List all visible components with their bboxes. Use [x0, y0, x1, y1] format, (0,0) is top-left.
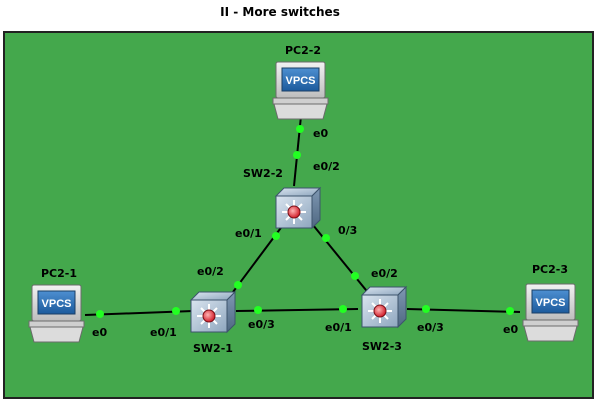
node-label-pc2-3: PC2-3	[532, 263, 568, 276]
switch-icon	[189, 290, 237, 334]
port-dot	[339, 305, 347, 313]
node-label-sw2-1: SW2-1	[193, 342, 233, 355]
vpcs-icon: VPCS	[272, 61, 329, 120]
node-sw2-1[interactable]	[189, 290, 237, 334]
port-label: 0/3	[338, 224, 357, 237]
port-label: e0/1	[235, 227, 262, 240]
port-label: e0	[503, 323, 518, 336]
port-label: e0	[92, 326, 107, 339]
node-pc2-3[interactable]: VPCS	[522, 283, 579, 342]
port-dot	[96, 310, 104, 318]
port-labels: e0 e0/2 e0/1 0/3 e0/2 e0/2 e0 e0/1 e0/3 …	[92, 127, 518, 339]
node-pc2-2[interactable]: VPCS	[272, 61, 329, 120]
port-dot	[293, 151, 301, 159]
port-dot	[506, 307, 514, 315]
switch-icon	[274, 186, 322, 230]
switch-icon	[360, 285, 408, 329]
vpcs-icon-text: VPCS	[42, 298, 72, 310]
node-sw2-3[interactable]	[360, 285, 408, 329]
port-dot	[272, 232, 280, 240]
port-label: e0/3	[417, 321, 444, 334]
vpcs-icon: VPCS	[28, 284, 85, 343]
vpcs-icon-text: VPCS	[286, 75, 316, 87]
node-label-sw2-3: SW2-3	[362, 340, 402, 353]
port-dot	[422, 305, 430, 313]
port-label: e0/1	[150, 326, 177, 339]
port-dot	[172, 307, 180, 315]
port-label: e0/2	[313, 160, 340, 173]
diagram-title: II - More switches	[220, 5, 340, 19]
port-dot	[254, 306, 262, 314]
port-dot	[351, 272, 359, 280]
port-label: e0/3	[248, 318, 275, 331]
port-dot	[296, 125, 304, 133]
port-label: e0/1	[325, 321, 352, 334]
node-label-sw2-2: SW2-2	[243, 167, 283, 180]
port-label: e0/2	[197, 265, 224, 278]
node-label-pc2-1: PC2-1	[41, 267, 77, 280]
vpcs-icon: VPCS	[522, 283, 579, 342]
node-pc2-1[interactable]: VPCS	[28, 284, 85, 343]
port-dot	[322, 234, 330, 242]
port-dots	[96, 125, 514, 318]
vpcs-icon-text: VPCS	[536, 297, 566, 309]
port-label: e0/2	[371, 267, 398, 280]
port-dot	[234, 281, 242, 289]
port-label: e0	[313, 127, 328, 140]
node-label-pc2-2: PC2-2	[285, 44, 321, 57]
node-sw2-2[interactable]	[274, 186, 322, 230]
